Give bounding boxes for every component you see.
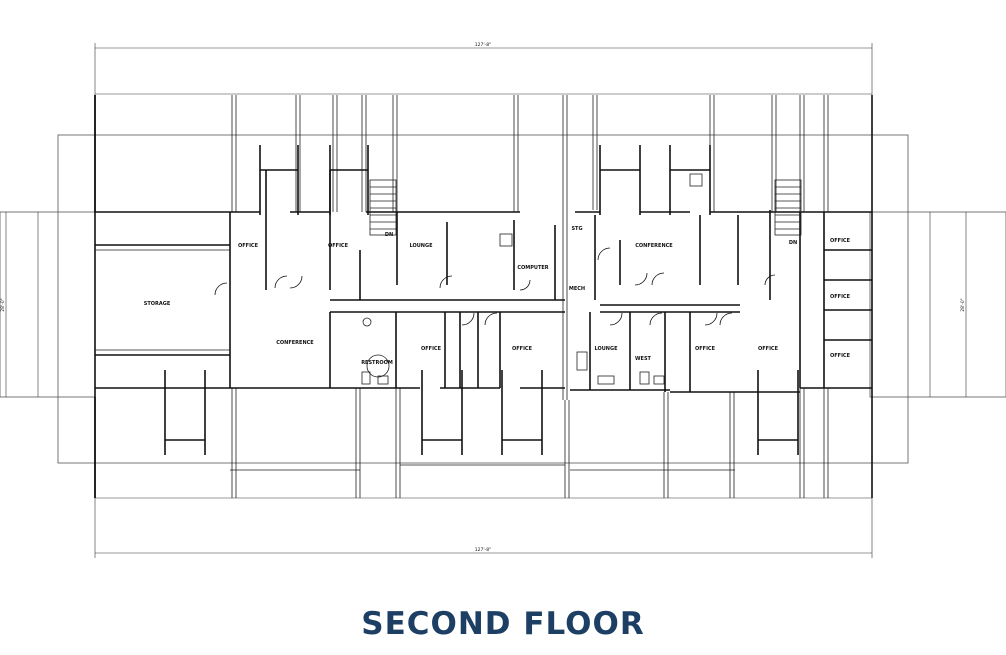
stairs-right [774, 179, 802, 236]
room-lounge-2: LOUNGE [594, 346, 618, 352]
room-office-2: OFFICE [328, 243, 349, 249]
dim-overall-top: 127'-8" [475, 42, 491, 48]
room-office-6: OFFICE [758, 346, 779, 352]
room-labels: STORAGE OFFICE OFFICE CONFERENCE LOUNGE … [144, 226, 851, 366]
room-office-1: OFFICE [238, 243, 259, 249]
stair-dn-1: DN [385, 232, 393, 238]
doors [214, 247, 776, 326]
stairs-left [369, 179, 397, 236]
building-outline [0, 134, 1006, 464]
room-computer: COMPUTER [517, 265, 548, 271]
stair-dn-2: DN [789, 240, 797, 246]
restroom-fixtures [361, 173, 703, 385]
floor-caption: SECOND FLOOR [361, 606, 645, 642]
room-restroom: RESTROOM [361, 360, 393, 366]
room-lounge-1: LOUNGE [409, 243, 433, 249]
walls [94, 95, 873, 498]
room-mech: MECH [569, 286, 585, 292]
room-office-3: OFFICE [421, 346, 442, 352]
room-office-4: OFFICE [512, 346, 533, 352]
dim-left-total: 28'-0" [0, 298, 6, 312]
room-conference-2: CONFERENCE [635, 243, 673, 249]
dim-overall-bottom: 127'-8" [475, 547, 491, 553]
dim-right-total: 28'-0" [960, 298, 966, 312]
room-west: WEST [635, 356, 652, 362]
room-stg: STG [571, 226, 582, 232]
room-office-9: OFFICE [830, 353, 851, 359]
room-office-8: OFFICE [830, 294, 851, 300]
room-office-5: OFFICE [695, 346, 716, 352]
dimension-lines [5, 43, 967, 558]
room-office-7: OFFICE [830, 238, 851, 244]
room-storage: STORAGE [144, 301, 171, 307]
room-conference-1: CONFERENCE [276, 340, 314, 346]
